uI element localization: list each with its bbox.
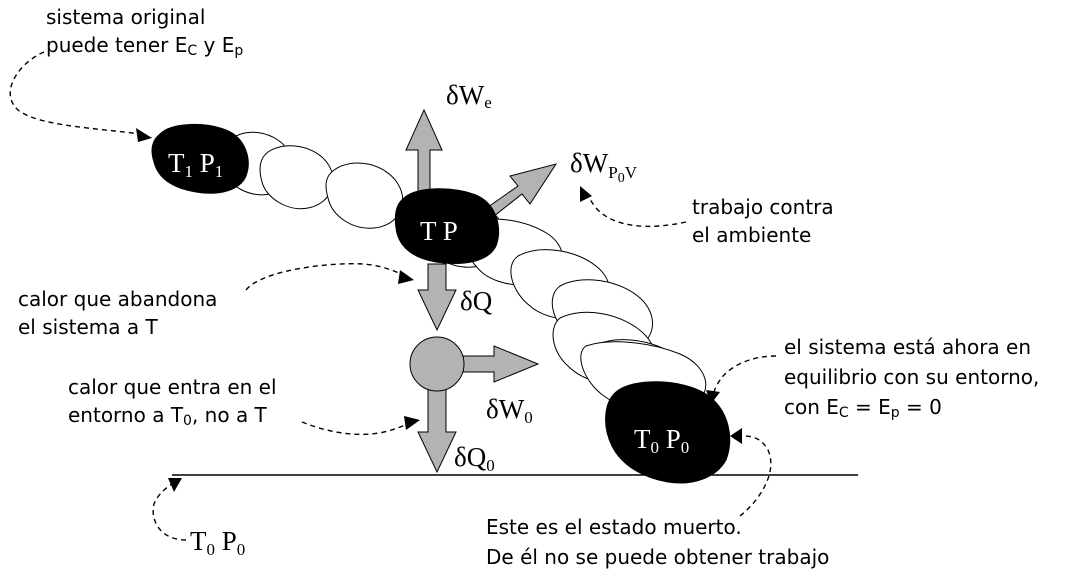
pointer-ground-head: [168, 478, 182, 492]
equilibrio-label-2: equilibrio con su entorno,: [784, 365, 1039, 389]
pointer-original-head: [136, 128, 152, 142]
current-state-blob: [394, 188, 500, 264]
entra-label-1: calor que entra en el: [68, 375, 277, 399]
equilibrio-label-1: el sistema está ahora en: [784, 335, 1031, 359]
pointer-original: [9, 51, 141, 135]
heat-q-arrow: [417, 263, 457, 332]
trabajo-label-2: el ambiente: [692, 223, 811, 247]
work-e-arrow: [405, 108, 443, 197]
pointer-ground: [152, 483, 187, 541]
original-system-energy-label: puede tener EC y Ep: [46, 33, 243, 59]
pointer-equilibrio-head: [706, 390, 720, 404]
pointer-calor-head: [398, 270, 414, 284]
initial-state-blob: [151, 123, 249, 194]
trail-blob: [325, 162, 404, 229]
muerto-label-2: De él no se puede obtener trabajo: [486, 545, 829, 569]
pointer-entra: [301, 421, 409, 436]
pointer-muerto-head: [730, 428, 742, 444]
current-state: T P: [394, 188, 500, 264]
calor-label-1: calor que abandona: [18, 287, 217, 311]
calor-label-2: el sistema a T: [18, 315, 158, 339]
pointer-trabajo-head: [580, 186, 592, 202]
trabajo-label-1: trabajo contra: [692, 195, 834, 219]
heat-q-label: δQ: [460, 286, 493, 316]
initial-state: T1 P1: [151, 123, 249, 194]
original-system-label: sistema original: [46, 5, 205, 29]
work-0-label: δW0: [486, 394, 533, 427]
entra-label-2: entorno a T0, no a T: [68, 403, 268, 429]
dead-state: T0 P0: [605, 381, 731, 484]
pointer-entra-head: [404, 416, 420, 430]
pointer-muerto: [739, 435, 772, 517]
initial-state-label: T1 P1: [168, 148, 223, 181]
equilibrio-label-3: con EC = Ep = 0: [784, 395, 942, 421]
current-state-label: T P: [420, 216, 458, 246]
pointer-trabajo: [585, 193, 687, 227]
heat-q0-label: δQ0: [454, 442, 495, 475]
heat-q0-arrow: [417, 377, 457, 474]
muerto-label-1: Este es el estado muerto.: [486, 515, 742, 539]
dead-state-label: T0 P0: [634, 424, 689, 457]
environment-node: [409, 336, 465, 392]
work-p0v-label: δWP0V: [570, 148, 638, 186]
trail-blob: [259, 145, 334, 210]
dead-state-blob: [605, 381, 731, 484]
ground-state-label: T0 P0: [190, 526, 245, 559]
work-e-label: δWe: [446, 80, 492, 112]
pointer-equilibrio: [713, 355, 777, 395]
pointer-calor: [245, 263, 405, 291]
